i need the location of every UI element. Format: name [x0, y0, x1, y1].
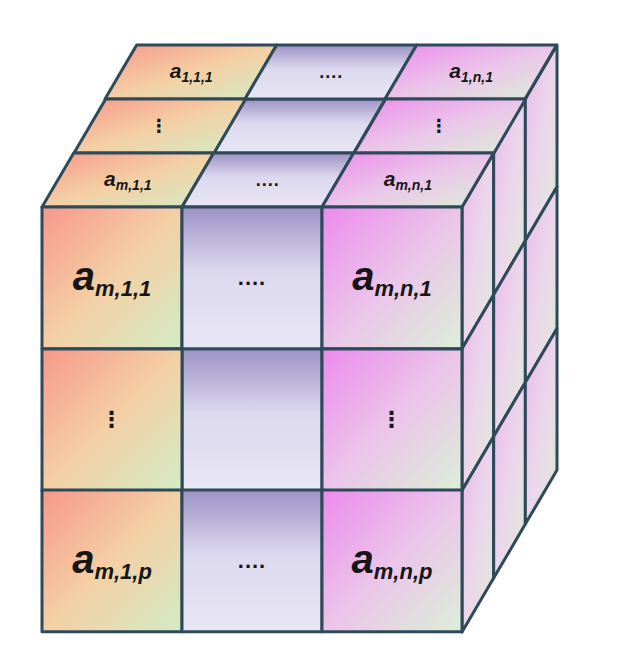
- cell-label: am,1,1: [104, 168, 152, 192]
- cell-outline: [322, 207, 462, 349]
- cell-outline: [385, 45, 557, 99]
- top-cell: a1,n,1: [385, 45, 557, 99]
- side-cell: [494, 382, 526, 578]
- front-cell: am,1,1: [42, 207, 182, 349]
- top-cell: am,n,1: [322, 153, 494, 207]
- cell-label: ....: [319, 63, 343, 81]
- front-cell: ....: [182, 490, 322, 632]
- cell-label: am,1,p: [72, 539, 152, 583]
- cell-outline: [42, 349, 182, 491]
- cell-outline: [322, 490, 462, 632]
- cell-outline: [322, 349, 462, 491]
- cell-outline: [42, 490, 182, 632]
- cell-label: am,n,p: [352, 539, 433, 583]
- cell-label: ⋮: [430, 117, 449, 135]
- front-cell: ....: [182, 207, 322, 349]
- cell-label: am,n,1: [352, 256, 432, 300]
- cell-label: ⋮: [150, 117, 169, 135]
- cell-label: am,n,1: [384, 168, 432, 192]
- front-cell: ⋮: [42, 349, 182, 491]
- cell-outline: [182, 490, 322, 632]
- front-cell: ⋮: [322, 349, 462, 491]
- cell-label: ....: [256, 171, 280, 189]
- front-cell: am,n,1: [322, 207, 462, 349]
- top-cell: ⋮: [74, 99, 246, 153]
- cell-label: ....: [238, 550, 266, 572]
- cell-label: ⋮: [381, 409, 404, 431]
- front-cell: am,1,p: [42, 490, 182, 632]
- cell-label: a1,1,1: [170, 60, 213, 84]
- side-cell: [525, 328, 557, 524]
- cell-label: a1,n,1: [449, 60, 493, 84]
- cell-label: am,1,1: [73, 256, 152, 300]
- cell-label: ⋮: [101, 409, 124, 431]
- front-cell: am,n,p: [322, 490, 462, 632]
- cell-outline: [182, 207, 322, 349]
- cell-outline: [354, 99, 526, 153]
- top-cell: ⋮: [354, 99, 526, 153]
- cell-outline: [42, 207, 182, 349]
- side-cell: [462, 436, 494, 632]
- front-cell: [182, 349, 322, 491]
- cell-outline: [322, 153, 494, 207]
- cell-label: ....: [238, 267, 266, 289]
- cell-outline: [74, 99, 246, 153]
